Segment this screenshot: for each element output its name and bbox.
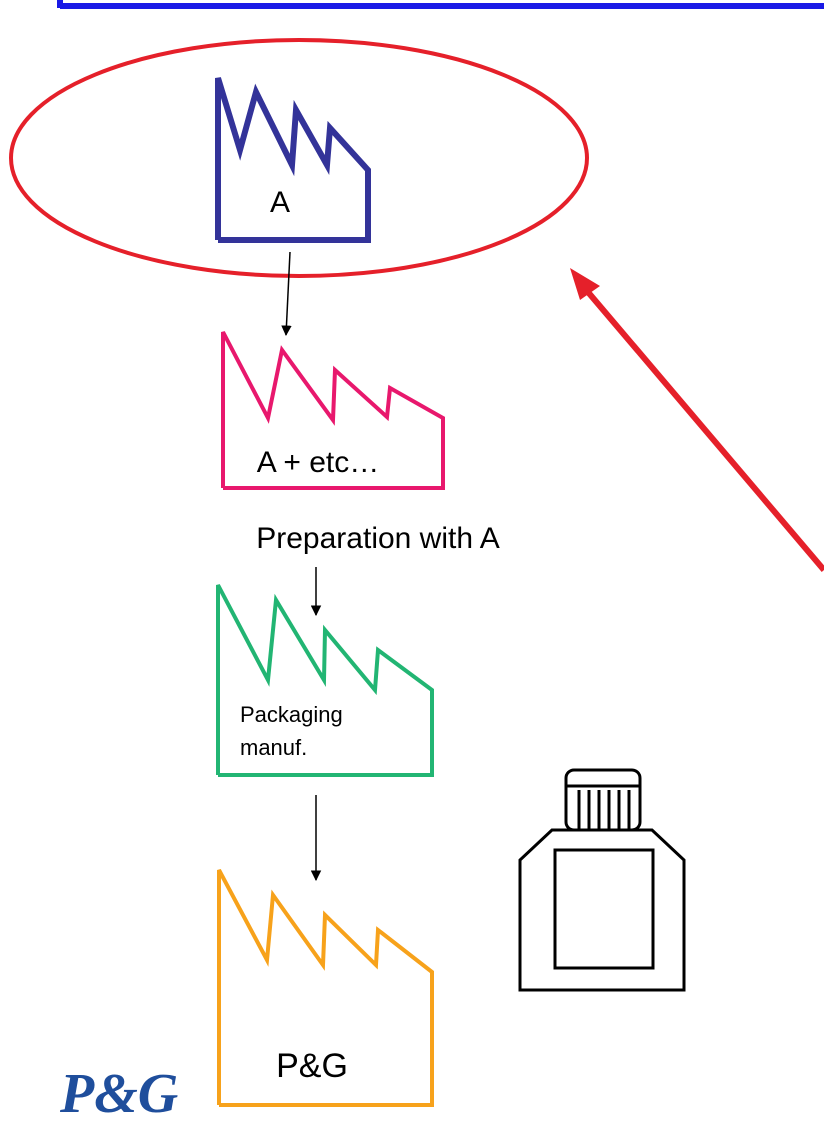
factory-a-label: A	[270, 186, 290, 219]
factory-preparation-label: A + etc…	[257, 446, 380, 479]
factory-pg: P&G	[217, 869, 434, 1107]
factory-pg-label: P&G	[276, 1047, 348, 1085]
factory-supplier-a: A	[215, 77, 371, 243]
bottle-icon	[518, 768, 686, 992]
factory-a-outline	[215, 77, 371, 243]
factory-packaging-label-line2: manuf.	[240, 735, 307, 760]
pg-logo: P&G	[59, 1063, 178, 1125]
factory-preparation-outline	[221, 331, 445, 490]
factory-preparation: A + etc…	[221, 331, 445, 490]
red-feedback-arrow	[570, 268, 824, 572]
highlight-ellipse	[9, 38, 589, 278]
preparation-caption: Preparation with A	[256, 522, 499, 555]
factory-pg-outline	[217, 869, 434, 1107]
factory-packaging-label-line1: Packaging	[240, 702, 343, 727]
factory-packaging-outline	[216, 584, 434, 777]
factory-packaging: Packaging manuf.	[216, 584, 434, 777]
arrow-a-to-preparation	[281, 251, 292, 337]
header-bar	[0, 0, 824, 9]
